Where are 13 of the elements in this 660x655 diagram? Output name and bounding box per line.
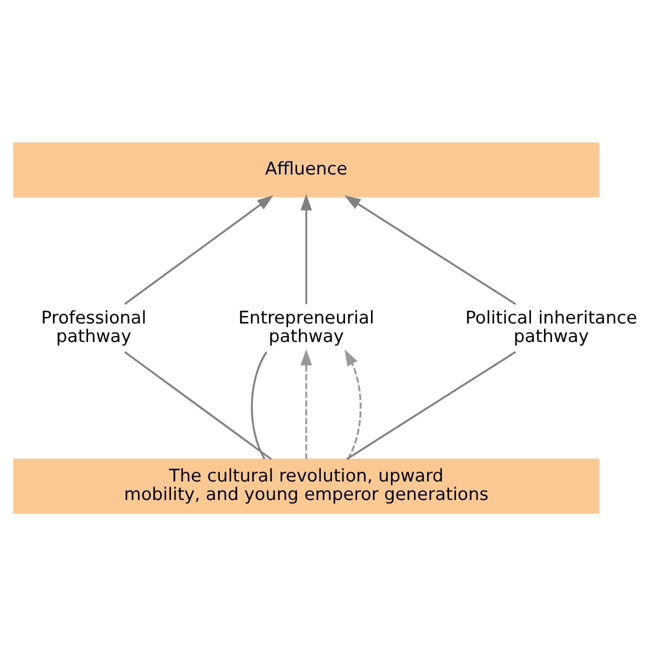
node-box: Affluence (13, 142, 600, 197)
arrow (300, 348, 312, 459)
arrow (344, 348, 362, 460)
arrow (124, 194, 274, 304)
connector (346, 350, 516, 460)
node-text: Entrepreneurial pathway (238, 308, 374, 346)
arrow (300, 194, 312, 304)
node-text: Professional pathway (41, 308, 146, 346)
node-box: The cultural revolution, upward mobility, and young emperor generations (13, 458, 600, 514)
node-text: Political inheritance pathway (465, 308, 638, 346)
arrow (344, 194, 516, 304)
connector (124, 350, 272, 460)
connector (250, 350, 268, 460)
